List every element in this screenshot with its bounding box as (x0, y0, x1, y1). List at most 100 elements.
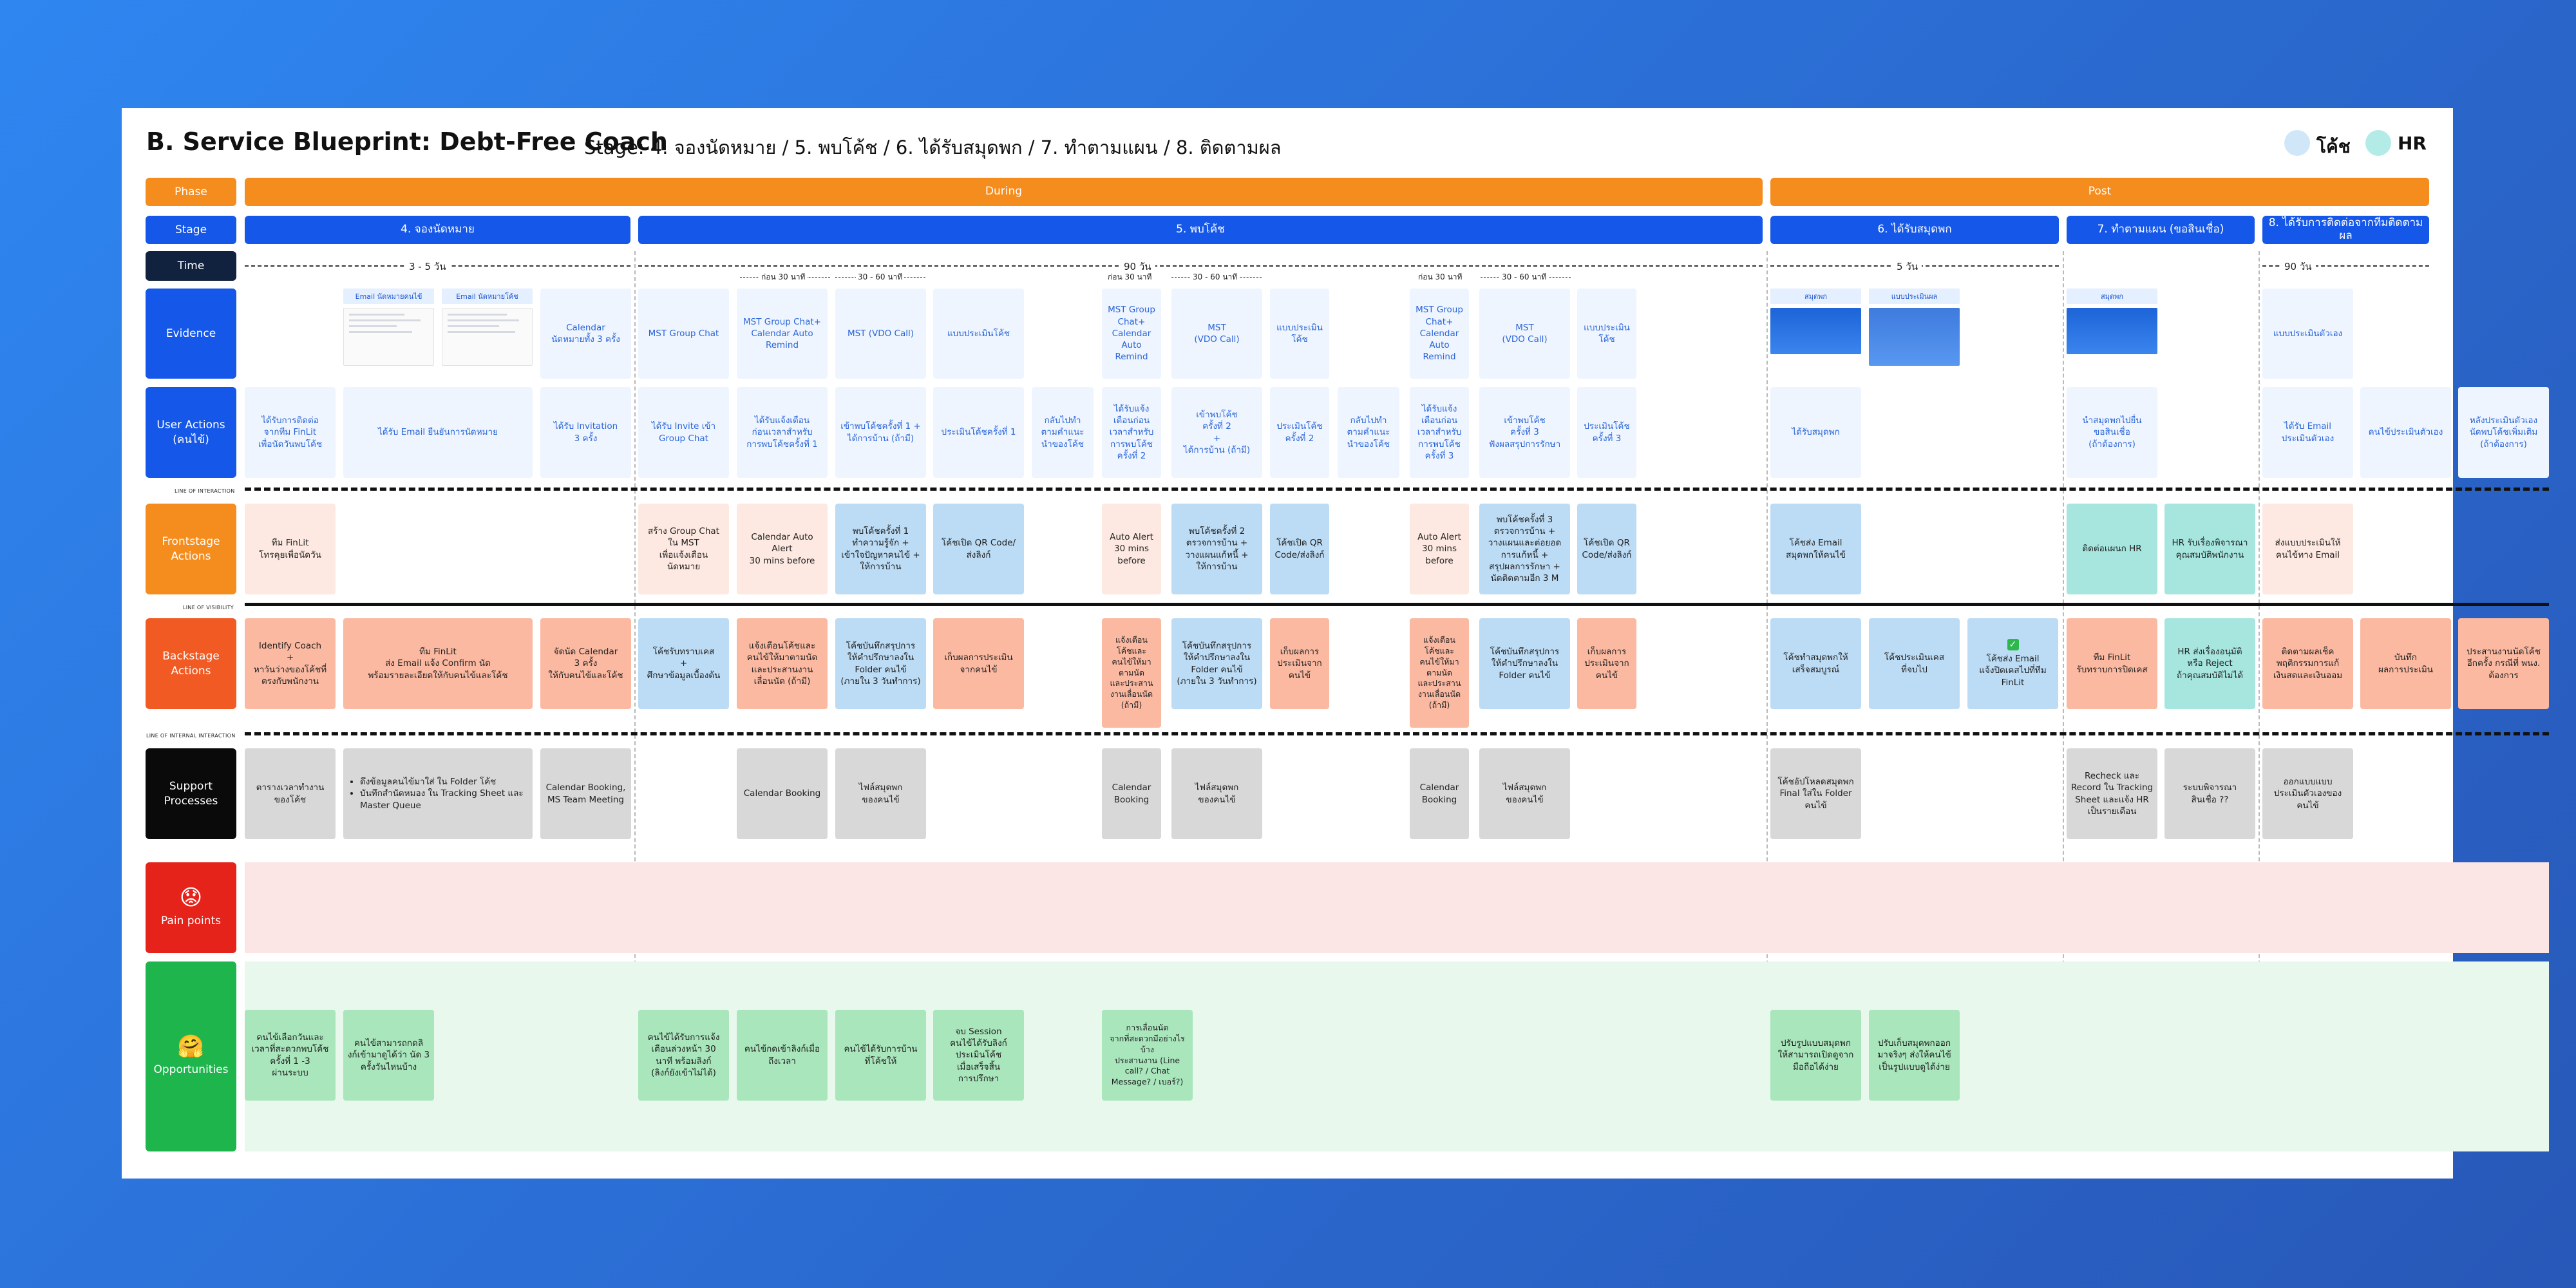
passbook-screenshot-icon (1770, 308, 1861, 354)
backstage-20: บันทึก ผลการประเมิน (2360, 618, 2451, 709)
user-action-5: ได้รับแจ้งเตือน ก่อนเวลาสำหรับ การพบโค้ช… (737, 387, 828, 478)
support-5: ไฟล์สมุดพก ของคนไข้ (835, 748, 926, 839)
line-of-internal-interaction (245, 732, 2549, 735)
support-9: ไฟล์สมุดพก ของคนไข้ (1479, 748, 1570, 839)
blueprint-board: B. Service Blueprint: Debt-Free Coach St… (122, 108, 2453, 1179)
support-11: Recheck และ Record ใน Tracking Sheet และ… (2067, 748, 2157, 839)
evidence-email-patient: Email นัดหมายคนไข้ (343, 289, 434, 379)
time-label-1: 3 - 5 วัน (405, 259, 450, 274)
page-subtitle: Stage: 4. จองนัดหมาย / 5. พบโค้ช / 6. ได… (584, 133, 1282, 162)
line-of-interaction (245, 488, 2549, 491)
user-action-3: ได้รับ Invitation 3 ครั้ง (540, 387, 631, 478)
evidence-coach-evaluation-1: แบบประเมินโค้ช (933, 289, 1024, 379)
backstage-8: แจ้งเตือน โค้ชและ คนไข้ให้มา ตามนัด และป… (1102, 618, 1161, 728)
backstage-19: ติดตามผลเช็ค พฤติกรรมการแก้ เงินสดและเงิ… (2262, 618, 2353, 709)
user-action-19: คนไข้ประเมินตัวเอง (2360, 387, 2451, 478)
frontstage-10: พบโค้ชครั้งที่ 3 ตรวจการบ้าน + วางแผนและ… (1479, 504, 1570, 594)
opportunity-8: ปรับรูปแบบสมุดพก ให้สามารถเปิดดูจาก มือถ… (1770, 1010, 1861, 1101)
hugging-face-icon: 🤗 (177, 1036, 204, 1057)
row-header-opportunities-label: Opportunities (154, 1063, 229, 1077)
user-action-18: ได้รับ Email ประเมินตัวเอง (2262, 387, 2353, 478)
email-screenshot-icon (343, 308, 434, 366)
user-action-20: หลังประเมินตัวเอง นัดพบโค้ชเพิ่มเติม (ถ้… (2458, 387, 2549, 478)
frontstage-6: Auto Alert 30 mins before (1102, 504, 1161, 594)
time-label-9: 5 วัน (1893, 259, 1922, 274)
support-7: ไฟล์สมุดพก ของคนไข้ (1171, 748, 1262, 839)
backstage-4: โค้ชรับทราบเคส + ศึกษาข้อมูลเบื้องต้น (638, 618, 729, 709)
opportunity-1: คนไข้เลือกวันและ เวลาที่สะดวกพบโค้ช ครั้… (245, 1010, 336, 1101)
frontstage-2: สร้าง Group Chat ใน MST เพื่อแจ้งเตือน น… (638, 504, 729, 594)
support-13: ออกแบบแบบ ประเมินตัวเองของ คนไข้ (2262, 748, 2353, 839)
legend-hr-label: HR (2398, 133, 2427, 154)
support-1: ตารางเวลาทำงาน ของโค้ช (245, 748, 336, 839)
user-action-15: ประเมินโค้ช ครั้งที่ 3 (1577, 387, 1636, 478)
user-action-10: เข้าพบโค้ช ครั้งที่ 2 + ได้การบ้าน (ถ้าม… (1171, 387, 1262, 478)
email-screenshot-icon (442, 308, 533, 366)
opportunity-5: คนไข้ได้รับการบ้าน ที่โค้ชให้ (835, 1010, 926, 1101)
user-action-17: นำสมุดพกไปยื่น ขอสินเชื่อ (ถ้าต้องการ) (2067, 387, 2157, 478)
user-action-11: ประเมินโค้ช ครั้งที่ 2 (1270, 387, 1329, 478)
frontstage-3: Calendar Auto Alert 30 mins before (737, 504, 828, 594)
line-of-visibility-label: LINE OF VISIBILITY (183, 605, 234, 611)
backstage-13: เก็บผลการ ประเมินจาก คนไข้ (1577, 618, 1636, 709)
user-action-8: กลับไปทำ ตามคำแนะ นำของโค้ช (1032, 387, 1094, 478)
frontstage-4: พบโค้ชครั้งที่ 1 ทำความรู้จัก + เข้าใจปั… (835, 504, 926, 594)
opportunity-7: การเลื่อนนัด จากที่สะดวกมีอย่างไรบ้าง ปร… (1102, 1010, 1193, 1101)
frontstage-14: HR รับเรื่องพิจารณา คุณสมบัติพนักงาน (2164, 504, 2255, 594)
line-of-visibility (245, 603, 2549, 606)
support-2-list: ดึงข้อมูลคนไข้มาใส่ ใน Folder โค้ช บันทึ… (347, 776, 529, 811)
backstage-5: แจ้งเตือนโค้ชและ คนไข้ให้มาตามนัด และประ… (737, 618, 828, 709)
row-header-opportunities: 🤗 Opportunities (146, 961, 236, 1151)
backstage-1: Identify Coach + หาวันว่างของโค้ชที่ ตรง… (245, 618, 336, 709)
evidence-case-evaluation: แบบประเมินผล (1869, 289, 1960, 379)
time-label-6: 30 - 60 นาที (1191, 271, 1239, 283)
user-action-1: ได้รับการติดต่อ จากทีม FinLit เพื่อนัดวั… (245, 387, 336, 478)
user-action-9: ได้รับแจ้ง เตือนก่อน เวลาสำหรับ การพบโค้… (1102, 387, 1161, 478)
evidence-passbook: สมุดพก (1770, 289, 1861, 379)
backstage-17: ทีม FinLit รับทราบการปิดเคส (2067, 618, 2157, 709)
evidence-coach-evaluation-2: แบบประเมิน โค้ช (1270, 289, 1329, 379)
backstage-15: โค้ชประเมินเคส ที่จบไป (1869, 618, 1960, 709)
passbook-screenshot-icon (2067, 308, 2157, 354)
backstage-21: ประสานงานนัดโค้ช อีกครั้ง กรณีที่ พนง. ต… (2458, 618, 2549, 709)
opportunity-4: คนไข้กดเข้าลิงก์เมื่อ ถึงเวลา (737, 1010, 828, 1101)
legend-coach-dot (2284, 130, 2310, 156)
evidence-passbook-2: สมุดพก (2067, 289, 2157, 379)
frontstage-5: โค้ชเปิด QR Code/ ส่งลิงก์ (933, 504, 1024, 594)
row-header-time: Time (146, 251, 236, 281)
backstage-12: โค้ชบันทึกสรุปการ ให้คำปรึกษาลงใน Folder… (1479, 618, 1570, 709)
evidence-vdo-call-1: MST (VDO Call) (835, 289, 926, 379)
frontstage-12: โค้ชส่ง Email สมุดพกให้คนไข้ (1770, 504, 1861, 594)
row-header-support-label: Support Processes (164, 779, 218, 808)
support-2-item-2: บันทึกสำนัดหมอง ใน Tracking Sheet และ Ma… (360, 788, 529, 811)
frontstage-15: ส่งแบบประเมินให้ คนไข้ทาง Email (2262, 504, 2353, 594)
opportunity-3: คนไข้ได้รับการแจ้ง เตือนล่วงหน้า 30 นาที… (638, 1010, 729, 1101)
user-action-4: ได้รับ Invite เข้า Group Chat (638, 387, 729, 478)
time-label-3: ก่อน 30 นาที (759, 271, 807, 283)
frontstage-11: โค้ชเปิด QR Code/ส่งลิงก์ (1577, 504, 1636, 594)
user-action-13: ได้รับแจ้ง เตือนก่อน เวลาสำหรับ การพบโค้… (1410, 387, 1469, 478)
user-action-7: ประเมินโค้ชครั้งที่ 1 (933, 387, 1024, 478)
opportunity-6: จบ Session คนไข้ได้รับลิงก์ ประเมินโค้ช … (933, 1010, 1024, 1101)
backstage-6: โค้ชบันทึกสรุปการ ให้คำปรึกษาลงใน Folder… (835, 618, 926, 709)
evidence-case-evaluation-label: แบบประเมินผล (1869, 289, 1960, 304)
evidence-chat-calendar-1: MST Group Chat+ Calendar Auto Remind (737, 289, 828, 379)
evidence-coach-evaluation-3: แบบประเมิน โค้ช (1577, 289, 1636, 379)
support-3: Calendar Booking, MS Team Meeting (540, 748, 631, 839)
backstage-16: ✓ โค้ชส่ง Email แจ้งปิดเคสไปที่ทีม FinLi… (1967, 618, 2058, 709)
support-8: Calendar Booking (1410, 748, 1469, 839)
stage-8: 8. ได้รับการติดต่อจากทีมติดตามผล (2262, 216, 2429, 244)
frontstage-8: โค้ชเปิด QR Code/ส่งลิงก์ (1270, 504, 1329, 594)
opportunity-2: คนไข้สามารถกดลิ งก์เข้ามาดูได้ว่า นัด 3 … (343, 1010, 434, 1101)
worried-face-icon: 😟 (180, 887, 202, 909)
check-mark-icon: ✓ (2007, 639, 2019, 650)
user-action-2: ได้รับ Email ยืนยันการนัดหมาย (343, 387, 533, 478)
row-header-evidence: Evidence (146, 289, 236, 379)
backstage-2: ทีม FinLit ส่ง Email แจ้ง Confirm นัด พร… (343, 618, 533, 709)
support-12: ระบบพิจารณา สินเชื่อ ?? (2164, 748, 2255, 839)
stage-5: 5. พบโค้ช (638, 216, 1763, 244)
evidence-passbook-label: สมุดพก (1770, 289, 1861, 304)
row-header-user-actions: User Actions (คนไข้) (146, 387, 236, 478)
time-label-4: 30 - 60 นาที (856, 271, 904, 283)
support-2-item-1: ดึงข้อมูลคนไข้มาใส่ ใน Folder โค้ช (360, 776, 529, 788)
